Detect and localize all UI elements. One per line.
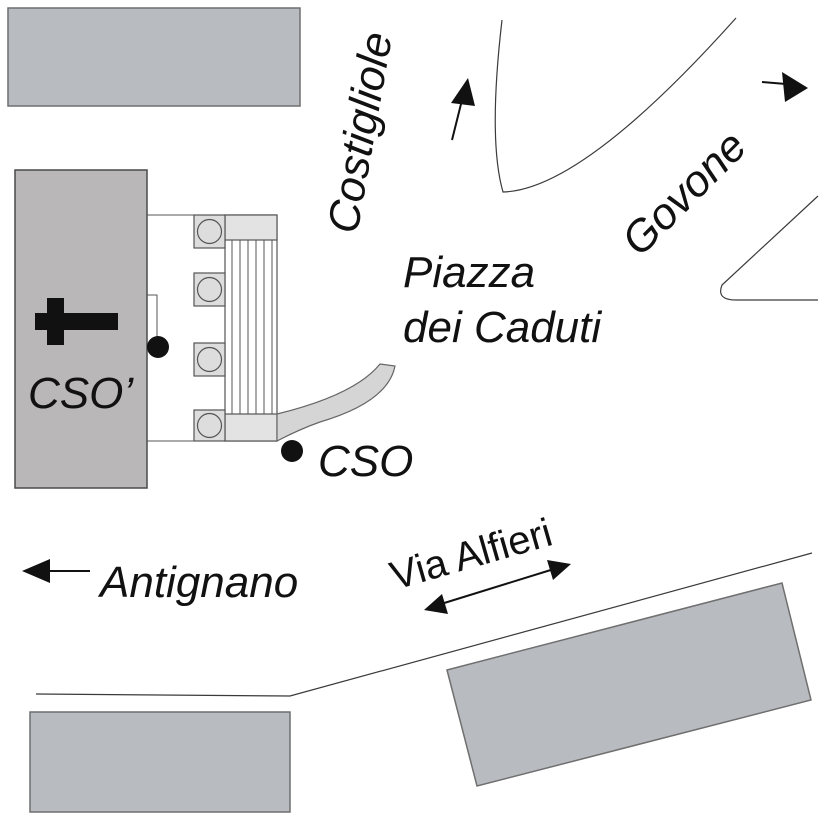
building-top-left	[7, 7, 301, 107]
road-edge-costigliole	[494, 17, 737, 193]
label-cso-prime: CSO’	[28, 369, 134, 418]
arrow-antignano-icon	[22, 559, 90, 583]
label-via-alfieri: Via Alfieri	[385, 511, 557, 599]
stair-landing-top	[224, 214, 278, 241]
label-govone: Govone	[612, 121, 756, 265]
stair-steps	[231, 240, 273, 414]
label-cso: CSO	[318, 437, 413, 486]
label-piazza-line2: dei Caduti	[403, 303, 602, 352]
arrow-via-alfieri-icon	[424, 560, 571, 614]
church-stairs	[224, 214, 278, 442]
arrow-costigliole-icon	[451, 78, 475, 141]
station-marker-cso-prime	[147, 336, 169, 358]
piazza-curved-band	[276, 363, 396, 442]
building-bottom-right	[446, 582, 812, 787]
station-marker-cso	[281, 440, 303, 462]
label-piazza-line1: Piazza	[403, 248, 535, 297]
stair-landing-bottom	[224, 413, 278, 442]
road-edge-via-alfieri	[35, 552, 813, 697]
label-costigliole: Costigliole	[319, 28, 403, 236]
arrow-govone-icon	[761, 72, 808, 102]
building-bottom-left	[29, 711, 291, 813]
portico-columns	[193, 214, 226, 442]
label-antignano: Antignano	[97, 558, 298, 607]
road-edge-govone	[720, 195, 819, 301]
cross-icon	[35, 298, 118, 345]
